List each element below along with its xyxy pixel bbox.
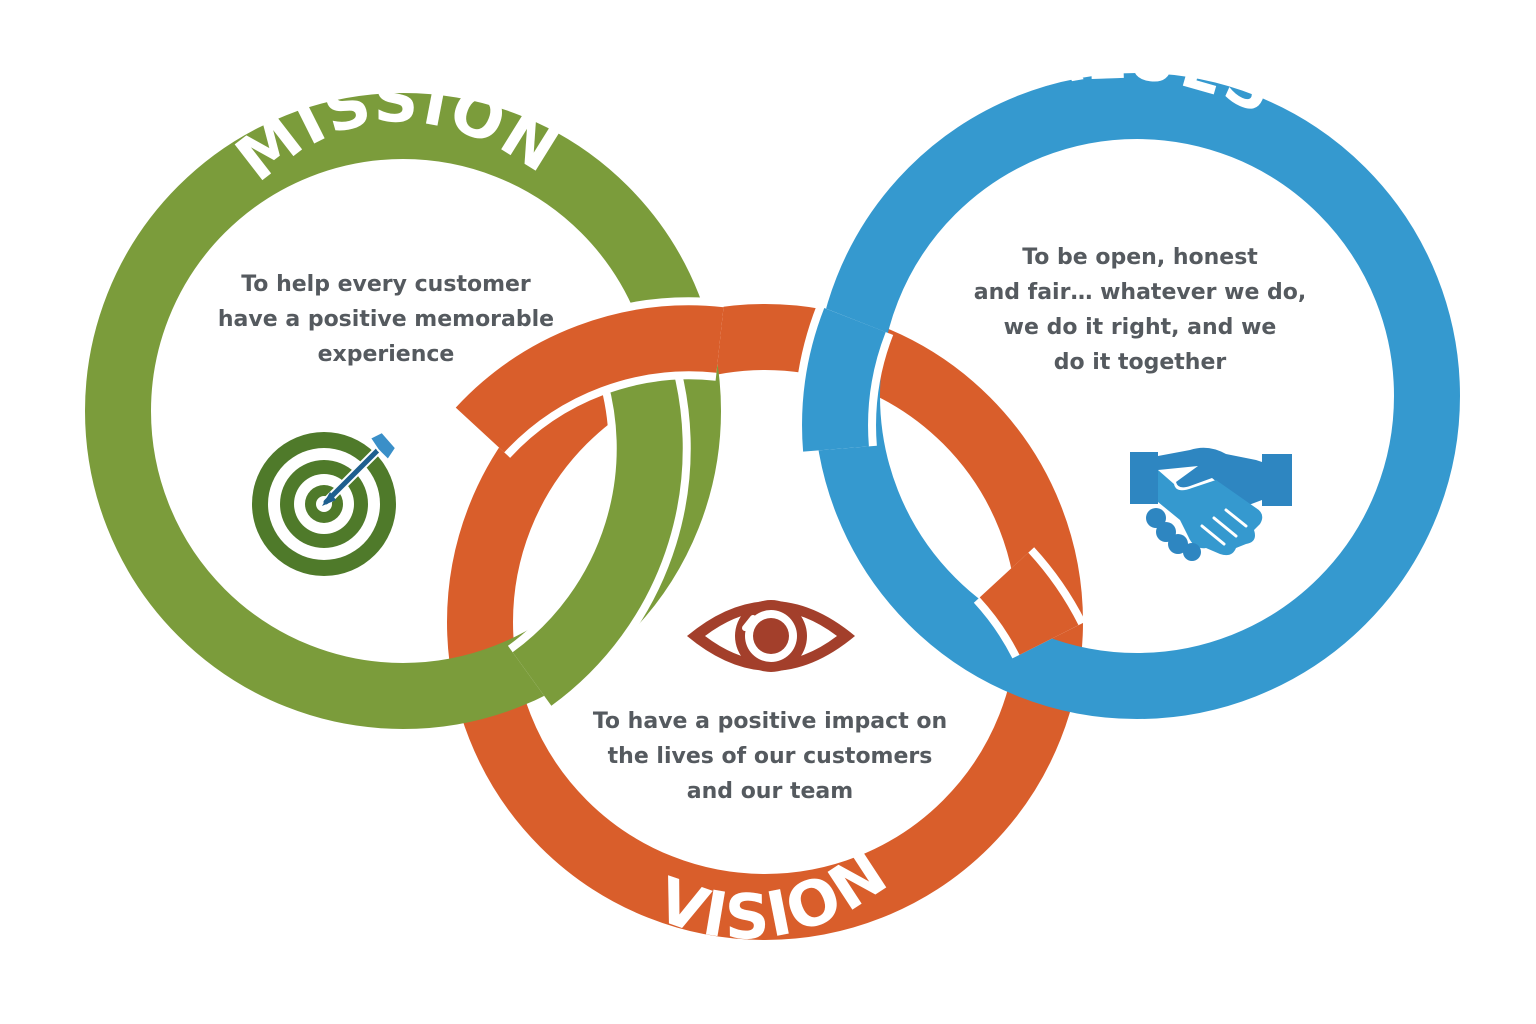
vision-line: To have a positive impact on bbox=[592, 709, 948, 734]
mission-description: To help every customer have a positive m… bbox=[206, 267, 566, 372]
vision-title: VISION bbox=[648, 835, 901, 954]
vision-description: To have a positive impact on the lives o… bbox=[570, 704, 970, 809]
mission-title: MISSION bbox=[222, 63, 572, 195]
values-line: and fair… whatever we do, bbox=[973, 280, 1307, 305]
vision-line: the lives of our customers bbox=[607, 744, 933, 769]
values-line: we do it right, and we bbox=[1003, 315, 1277, 340]
values-line: To be open, honest bbox=[1022, 245, 1258, 270]
values-line: do it together bbox=[1053, 350, 1227, 375]
mission-line: experience bbox=[317, 342, 455, 367]
target-with-arrow-icon bbox=[252, 430, 398, 576]
values-description: To be open, honest and fair… whatever we… bbox=[955, 240, 1325, 380]
handshake-icon bbox=[1130, 447, 1292, 561]
mission-line: To help every customer bbox=[241, 272, 531, 297]
mission-line: have a positive memorable bbox=[217, 307, 555, 332]
values-over-vision-overlap bbox=[794, 305, 1086, 660]
vision-line: and our team bbox=[686, 779, 854, 804]
eye-icon bbox=[687, 600, 855, 672]
vision-over-mission-overlap bbox=[449, 297, 725, 713]
